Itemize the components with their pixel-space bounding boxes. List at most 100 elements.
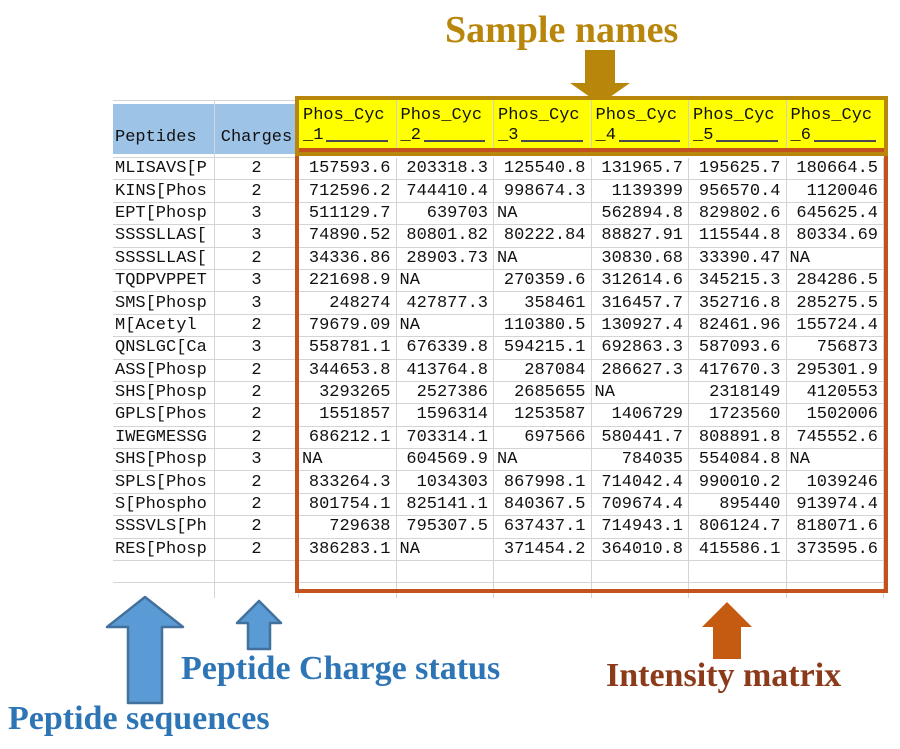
charge-cell[interactable]: 3: [215, 449, 299, 472]
peptide-cell[interactable]: TQDPVPPET: [113, 269, 215, 293]
peptide-cell[interactable]: M[Acetyl: [113, 314, 215, 338]
peptide-cell[interactable]: MLISAVS[P: [113, 158, 215, 181]
intensity-cell[interactable]: NA: [396, 269, 494, 293]
charge-cell[interactable]: 2: [215, 404, 299, 427]
intensity-cell[interactable]: 285275.5: [786, 292, 884, 315]
intensity-cell[interactable]: 594215.1: [494, 337, 592, 360]
intensity-cell[interactable]: NA: [494, 202, 592, 226]
intensity-cell[interactable]: 131965.7: [591, 158, 689, 181]
empty-cell[interactable]: [689, 561, 787, 584]
peptide-cell[interactable]: EPT[Phosp: [113, 202, 215, 226]
intensity-cell[interactable]: 558781.1: [299, 337, 397, 360]
intensity-cell[interactable]: NA: [591, 381, 689, 405]
intensity-cell[interactable]: 2318149: [689, 381, 787, 405]
intensity-cell[interactable]: 703314.1: [396, 426, 494, 450]
intensity-cell[interactable]: 417670.3: [689, 359, 787, 382]
intensity-cell[interactable]: 714943.1: [591, 516, 689, 539]
intensity-cell[interactable]: NA: [396, 314, 494, 338]
empty-cell[interactable]: [494, 561, 592, 584]
intensity-cell[interactable]: 714042.4: [591, 471, 689, 494]
intensity-cell[interactable]: 637437.1: [494, 516, 592, 539]
intensity-cell[interactable]: 345215.3: [689, 269, 787, 293]
intensity-cell[interactable]: 795307.5: [396, 516, 494, 539]
intensity-cell[interactable]: 286627.3: [591, 359, 689, 382]
charge-cell[interactable]: 2: [215, 359, 299, 382]
empty-cell[interactable]: [215, 583, 299, 599]
intensity-cell[interactable]: 697566: [494, 426, 592, 450]
intensity-cell[interactable]: 1502006: [786, 404, 884, 427]
intensity-cell[interactable]: 2685655: [494, 381, 592, 405]
charge-cell[interactable]: 2: [215, 538, 299, 562]
peptide-cell[interactable]: IWEGMESSG: [113, 426, 215, 450]
charge-cell[interactable]: 2: [215, 247, 299, 270]
intensity-cell[interactable]: 248274: [299, 292, 397, 315]
intensity-cell[interactable]: 427877.3: [396, 292, 494, 315]
charge-cell[interactable]: 2: [215, 314, 299, 338]
charge-cell[interactable]: 2: [215, 426, 299, 450]
intensity-cell[interactable]: NA: [786, 247, 884, 270]
intensity-cell[interactable]: 352716.8: [689, 292, 787, 315]
intensity-cell[interactable]: 998674.3: [494, 180, 592, 203]
intensity-cell[interactable]: 270359.6: [494, 269, 592, 293]
intensity-cell[interactable]: 562894.8: [591, 202, 689, 226]
intensity-cell[interactable]: 284286.5: [786, 269, 884, 293]
intensity-cell[interactable]: 729638: [299, 516, 397, 539]
intensity-cell[interactable]: 808891.8: [689, 426, 787, 450]
intensity-cell[interactable]: 287084: [494, 359, 592, 382]
intensity-cell[interactable]: 157593.6: [299, 158, 397, 181]
empty-cell[interactable]: [689, 583, 787, 599]
intensity-cell[interactable]: 373595.6: [786, 538, 884, 562]
peptide-cell[interactable]: SPLS[Phos: [113, 471, 215, 494]
empty-cell[interactable]: [787, 583, 884, 599]
intensity-cell[interactable]: 80334.69: [786, 225, 884, 248]
intensity-cell[interactable]: NA: [494, 449, 592, 472]
intensity-cell[interactable]: 155724.4: [786, 314, 884, 338]
intensity-cell[interactable]: 4120553: [786, 381, 884, 405]
intensity-cell[interactable]: 1551857: [299, 404, 397, 427]
intensity-cell[interactable]: 1596314: [396, 404, 494, 427]
peptide-cell[interactable]: QNSLGC[Ca: [113, 337, 215, 360]
intensity-cell[interactable]: 913974.4: [786, 493, 884, 517]
charge-cell[interactable]: 3: [215, 202, 299, 226]
intensity-cell[interactable]: 413764.8: [396, 359, 494, 382]
intensity-cell[interactable]: 79679.09: [299, 314, 397, 338]
peptide-cell[interactable]: SHS[Phosp: [113, 449, 215, 472]
intensity-cell[interactable]: 1120046: [786, 180, 884, 203]
intensity-cell[interactable]: 840367.5: [494, 493, 592, 517]
charge-cell[interactable]: 3: [215, 292, 299, 315]
empty-cell[interactable]: [591, 561, 689, 584]
charge-cell[interactable]: 2: [215, 493, 299, 517]
empty-cell[interactable]: [494, 583, 592, 599]
intensity-cell[interactable]: 1139399: [591, 180, 689, 203]
intensity-cell[interactable]: 195625.7: [689, 158, 787, 181]
intensity-cell[interactable]: 2527386: [396, 381, 494, 405]
intensity-cell[interactable]: 203318.3: [396, 158, 494, 181]
charge-cell[interactable]: 2: [215, 381, 299, 405]
intensity-cell[interactable]: 867998.1: [494, 471, 592, 494]
intensity-cell[interactable]: 82461.96: [689, 314, 787, 338]
peptides-column-header[interactable]: Peptides: [113, 101, 215, 158]
intensity-cell[interactable]: NA: [786, 449, 884, 472]
peptide-cell[interactable]: SMS[Phosp: [113, 292, 215, 315]
intensity-cell[interactable]: 784035: [591, 449, 689, 472]
intensity-cell[interactable]: 125540.8: [494, 158, 592, 181]
intensity-cell[interactable]: 604569.9: [396, 449, 494, 472]
charge-cell[interactable]: 2: [215, 471, 299, 494]
charge-cell[interactable]: 2: [215, 158, 299, 181]
peptide-cell[interactable]: RES[Phosp: [113, 538, 215, 562]
charge-cell[interactable]: 2: [215, 180, 299, 203]
intensity-cell[interactable]: 316457.7: [591, 292, 689, 315]
empty-cell[interactable]: [397, 583, 494, 599]
intensity-cell[interactable]: 295301.9: [786, 359, 884, 382]
intensity-cell[interactable]: 686212.1: [299, 426, 397, 450]
intensity-cell[interactable]: NA: [299, 449, 397, 472]
peptide-cell[interactable]: ASS[Phosp: [113, 359, 215, 382]
intensity-cell[interactable]: 358461: [494, 292, 592, 315]
empty-cell[interactable]: [113, 561, 215, 584]
empty-cell[interactable]: [215, 561, 299, 584]
intensity-cell[interactable]: 554084.8: [689, 449, 787, 472]
peptide-cell[interactable]: SSSSLLAS[: [113, 225, 215, 248]
intensity-cell[interactable]: 645625.4: [786, 202, 884, 226]
intensity-cell[interactable]: 709674.4: [591, 493, 689, 517]
intensity-cell[interactable]: 221698.9: [299, 269, 397, 293]
